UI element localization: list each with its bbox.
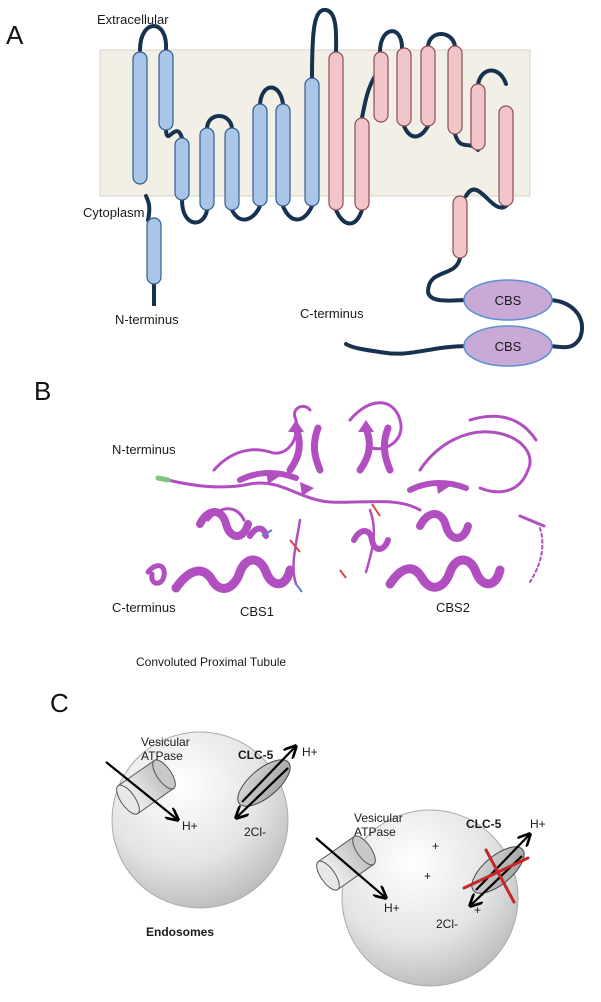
cl-right: 2Cl- xyxy=(436,917,458,931)
plus-charge-2: + xyxy=(424,869,431,883)
c-terminus-label-a: C-terminus xyxy=(300,306,364,321)
helix-p2 xyxy=(354,117,370,211)
helix-p9 xyxy=(452,195,468,259)
atpase-left-line2: ATPase xyxy=(141,749,183,763)
clc5-right-label: CLC-5 xyxy=(466,817,502,831)
cbs-domains: CBS CBS xyxy=(463,279,553,367)
helix-b8 xyxy=(304,77,320,207)
clc5-blocked-cross xyxy=(462,848,530,904)
helix-b3 xyxy=(174,137,190,201)
panel-a-letter: A xyxy=(6,20,24,50)
side-chain-sticks xyxy=(155,475,381,593)
cbs2-label: CBS2 xyxy=(436,600,470,615)
helix-b7 xyxy=(275,103,291,207)
cbs-label-bottom: CBS xyxy=(495,339,522,354)
clc5-left-cl-arrow xyxy=(236,767,289,818)
n-terminus-label-b: N-terminus xyxy=(112,442,176,457)
h-out-right: H+ xyxy=(530,817,546,831)
helix-p6 xyxy=(447,45,463,135)
pink-helices xyxy=(328,45,514,259)
panel-b: B xyxy=(34,376,546,669)
clc5-right-h-arrow xyxy=(475,834,530,891)
atpase-right-line2: ATPase xyxy=(354,825,396,839)
atpase-left-cylinder xyxy=(116,759,176,815)
panel-a: A xyxy=(6,7,584,367)
atpase-right-line1: Vesicular xyxy=(354,811,403,825)
c-terminus-label-b: C-terminus xyxy=(112,600,176,615)
atpase-left-line1: Vesicular xyxy=(141,735,190,749)
helix-p1 xyxy=(328,51,344,211)
cl-left: 2Cl- xyxy=(244,825,266,839)
clc5-left-h-arrow xyxy=(241,746,296,803)
extracellular-label: Extracellular xyxy=(97,12,169,27)
helix-p7 xyxy=(470,83,486,151)
endosome-right: Vesicular ATPase CLC-5 H+ H+ 2Cl- + + + xyxy=(315,809,546,987)
protein-ribbon xyxy=(145,401,546,593)
clc5-left-transporter xyxy=(237,759,291,807)
h-out-left: H+ xyxy=(302,745,318,759)
blue-helices xyxy=(132,49,320,285)
loop-connectors xyxy=(138,7,584,356)
clc5-left-label: CLC-5 xyxy=(238,748,274,762)
panel-c: C Vesicular ATPase CLC-5 H+ H+ 2Cl- Endo… xyxy=(50,688,546,987)
endosome-right-sphere xyxy=(341,809,519,987)
panel-b-letter: B xyxy=(34,376,51,406)
plus-charge-1: + xyxy=(432,839,439,853)
helix-b5 xyxy=(224,127,240,211)
helix-p3 xyxy=(373,51,389,123)
caption-proximal-tubule: Convoluted Proximal Tubule xyxy=(136,655,286,669)
atpase-right-arrow xyxy=(315,837,386,898)
cbs-label-top: CBS xyxy=(495,293,522,308)
cbs-domain-top xyxy=(463,279,553,321)
helix-p4 xyxy=(396,47,412,127)
helix-p8 xyxy=(498,105,514,207)
helix-b-n xyxy=(146,217,162,285)
helix-b1 xyxy=(132,51,148,185)
helix-b2 xyxy=(158,49,174,131)
n-terminus-label-a: N-terminus xyxy=(115,312,179,327)
panel-c-letter: C xyxy=(50,688,69,718)
cbs-domain-bottom xyxy=(463,325,553,367)
strand-arrowheads xyxy=(266,420,450,496)
endosomes-label: Endosomes xyxy=(146,925,214,939)
helix-p5 xyxy=(420,45,436,127)
atpase-left-arrow xyxy=(105,761,178,820)
helix-b4 xyxy=(199,127,215,211)
cytoplasm-label: Cytoplasm xyxy=(83,205,144,220)
h-in-right: H+ xyxy=(384,901,400,915)
h-in-left: H+ xyxy=(182,819,198,833)
helix-b6 xyxy=(252,103,268,207)
endosome-left: Vesicular ATPase CLC-5 H+ H+ 2Cl- Endoso… xyxy=(105,731,318,939)
cbs1-label: CBS1 xyxy=(240,604,274,619)
plus-charge-3: + xyxy=(474,903,481,917)
